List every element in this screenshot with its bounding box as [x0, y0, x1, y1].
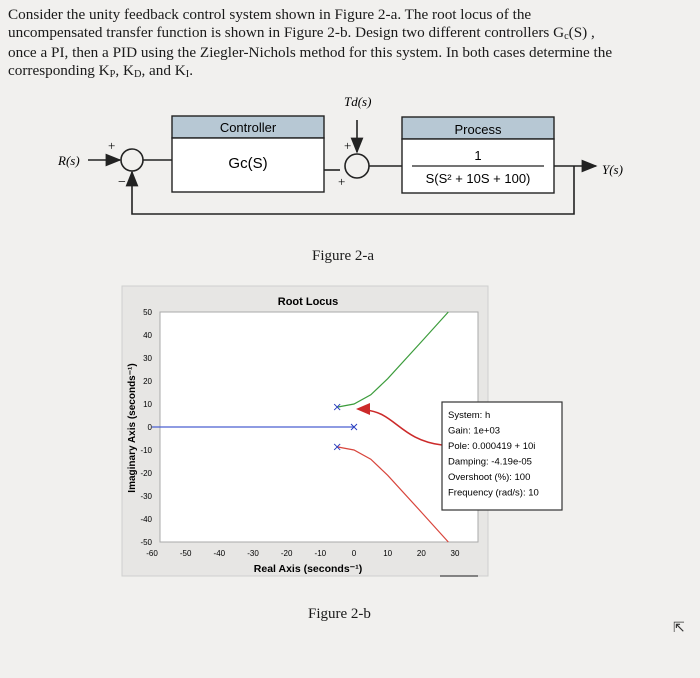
locus-branch-2 [337, 311, 449, 408]
datatip-box [441, 401, 563, 511]
problem-line-2-tail: (S) , [568, 24, 595, 41]
x-tick-label: -50 [180, 549, 192, 558]
x-tick-label: -60 [146, 549, 158, 558]
x-tick-label: -20 [281, 549, 293, 558]
datatip-pointer [364, 409, 443, 446]
y-tick-label: -50 [140, 538, 152, 547]
figure-2b-caption: Figure 2-b [308, 606, 371, 622]
problem-line-4: corresponding KP, KD, and KI. [8, 62, 694, 82]
locus-branches [152, 311, 449, 543]
problem-line-4-text: corresponding K [8, 62, 110, 79]
y-tick-label: 20 [143, 377, 152, 386]
disturbance-label: Td(s) [344, 94, 371, 109]
sum2-plus-top: + [344, 138, 351, 153]
kp-subscript: P [109, 69, 116, 80]
pole-marker-3 [333, 443, 341, 451]
sum2-plus-left: + [338, 174, 345, 189]
x-tick-label: 0 [352, 549, 357, 558]
ki-subscript: I [185, 69, 190, 80]
output-label: Y(s) [602, 162, 623, 177]
x-tick-label: 30 [451, 549, 460, 558]
y-tick-label: -20 [140, 469, 152, 478]
y-axis-label: Imaginary Axis (seconds⁻¹) [127, 363, 138, 492]
open-loop-poles [333, 403, 358, 451]
problem-line-2: uncompensated transfer function is shown… [8, 24, 694, 44]
y-tick-label: -40 [140, 515, 152, 524]
y-tick-label: 10 [143, 400, 152, 409]
pole-marker-1 [350, 423, 358, 431]
x-tick-label: 10 [383, 549, 392, 558]
sum1-plus: + [108, 138, 115, 153]
process-numerator: 1 [474, 148, 481, 163]
y-tick-labels: 50 40 30 20 10 0 -10 -20 -30 -40 -50 [140, 308, 152, 547]
y-tick-label: 0 [148, 423, 153, 432]
x-tick-label: 20 [417, 549, 426, 558]
period: . [189, 62, 193, 79]
x-tick-labels: -60 -50 -40 -30 -20 -10 0 10 20 30 [146, 549, 460, 558]
figure-2a-caption: Figure 2-a [312, 248, 375, 264]
problem-line-2-text: uncompensated transfer function is shown… [8, 24, 565, 41]
problem-line-3: once a PI, then a PID using the Ziegler-… [8, 44, 613, 61]
chart-title: Root Locus [278, 296, 339, 308]
problem-line-1: Consider the unity feedback control syst… [8, 6, 532, 23]
separator-1: , K [115, 62, 134, 79]
y-tick-label: 50 [143, 308, 152, 317]
separator-2: , and K [141, 62, 186, 79]
process-denominator: S(S² + 10S + 100) [426, 171, 531, 186]
gc-subscript: c [564, 31, 569, 42]
y-tick-label: -10 [140, 446, 152, 455]
sum1-minus: − [118, 175, 126, 190]
datatip-line: Pole: 0.000419 + 10i [448, 441, 535, 452]
datatip-line: System: h [448, 410, 490, 421]
datatip-arrowhead [356, 403, 370, 415]
x-tick-label: -10 [315, 549, 327, 558]
pole-marker-2 [333, 403, 341, 411]
y-tick-label: 40 [143, 331, 152, 340]
datatip-line: Damping: -4.19e-05 [448, 457, 532, 468]
problem-statement: Consider the unity feedback control syst… [8, 6, 694, 82]
controller-tf: Gc(S) [228, 155, 267, 172]
x-axis-label: Real Axis (seconds⁻¹) [254, 563, 362, 575]
mouse-cursor-icon: ⇱ [673, 621, 685, 636]
y-tick-label: 30 [143, 354, 152, 363]
kd-subscript: D [133, 69, 142, 80]
feedback-path [125, 166, 575, 215]
input-label: R(s) [57, 153, 80, 168]
datatip-line: Gain: 1e+03 [448, 426, 500, 437]
y-tick-label: -30 [140, 492, 152, 501]
datatip-line: Frequency (rad/s): 10 [448, 488, 539, 499]
locus-branch-3 [337, 446, 449, 543]
x-tick-label: -30 [247, 549, 259, 558]
controller-block [171, 137, 325, 193]
process-title: Process [455, 122, 502, 137]
x-tick-label: -40 [214, 549, 226, 558]
datatip-line: Overshoot (%): 100 [448, 472, 530, 483]
controller-title: Controller [220, 120, 277, 135]
